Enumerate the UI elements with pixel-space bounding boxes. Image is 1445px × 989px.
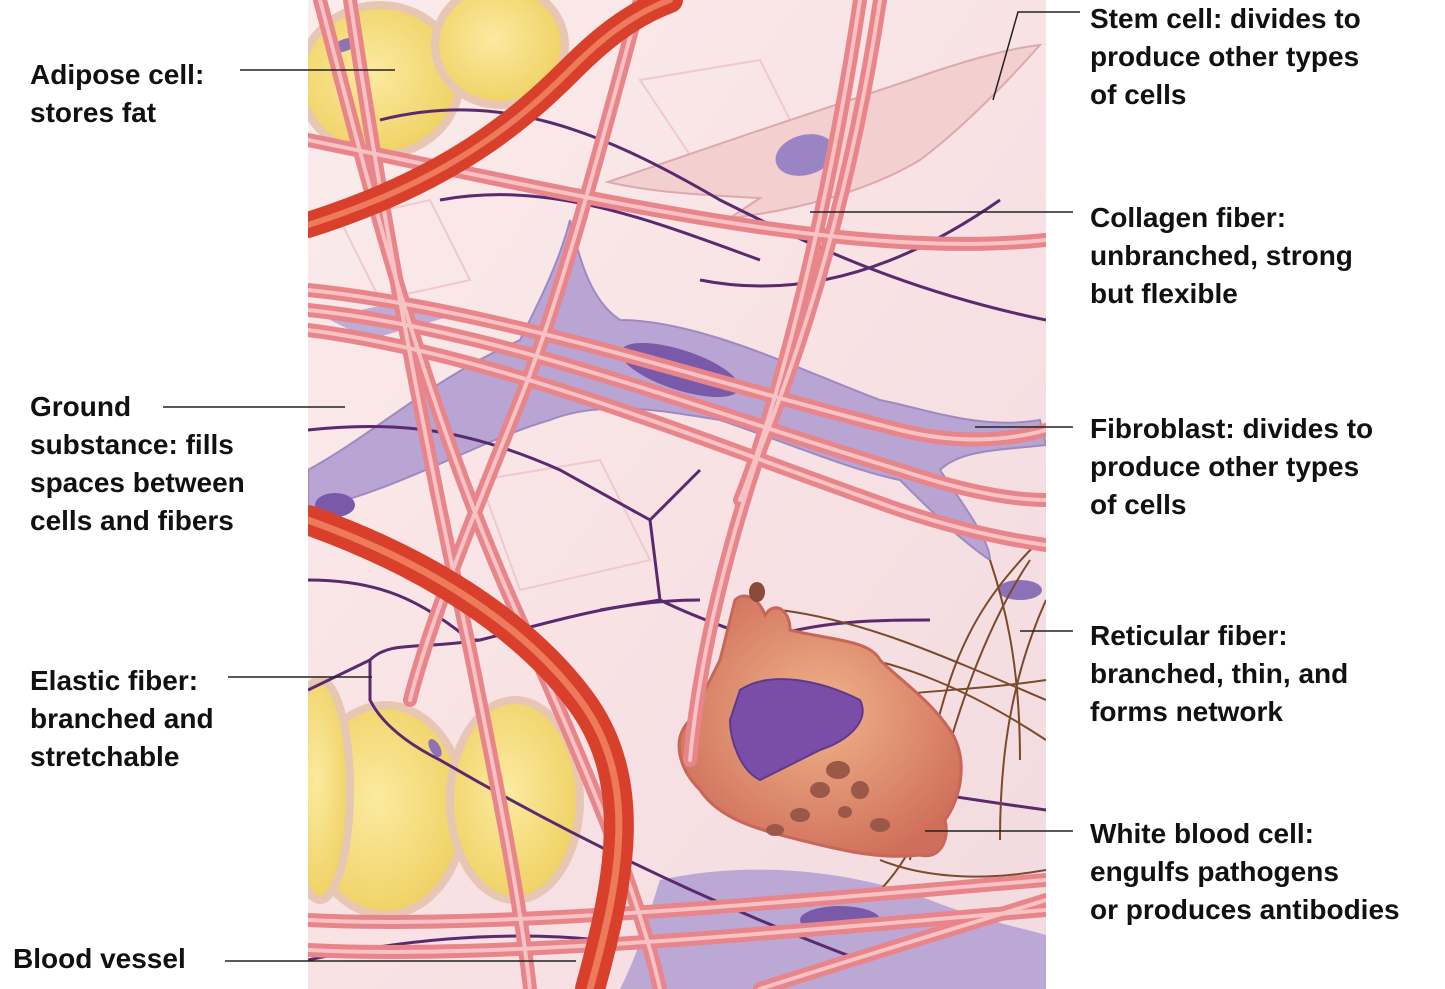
blood-vessel-label-line-1: Blood vessel xyxy=(13,940,186,978)
elastic-fiber-label: Elastic fiber: branched and stretchable xyxy=(30,662,214,776)
ground-label-line-4: cells and fibers xyxy=(30,502,245,540)
collagen-fiber-label: Collagen fiber: unbranched, strong but f… xyxy=(1090,199,1353,313)
elastic-label-line-2: branched and xyxy=(30,700,214,738)
fibroblast-label-line-3: of cells xyxy=(1090,486,1373,524)
blood-vessel-label: Blood vessel xyxy=(13,940,186,978)
ground-label-line-2: substance: fills xyxy=(30,426,245,464)
collagen-label-line-3: but flexible xyxy=(1090,275,1353,313)
collagen-label-line-1: Collagen fiber: xyxy=(1090,199,1353,237)
ground-label-line-1: Ground xyxy=(30,388,245,426)
reticular-label-line-1: Reticular fiber: xyxy=(1090,617,1348,655)
stem-label-line-1: Stem cell: divides to xyxy=(1090,0,1361,38)
reticular-label-line-3: forms network xyxy=(1090,693,1348,731)
wbc-label-line-2: engulfs pathogens xyxy=(1090,853,1400,891)
adipose-cell-label: Adipose cell: stores fat xyxy=(30,56,204,132)
fibroblast-label: Fibroblast: divides to produce other typ… xyxy=(1090,410,1373,524)
ground-substance-label: Ground substance: fills spaces between c… xyxy=(30,388,245,540)
reticular-fiber-label: Reticular fiber: branched, thin, and for… xyxy=(1090,617,1348,731)
fibroblast-label-line-1: Fibroblast: divides to xyxy=(1090,410,1373,448)
stem-label-line-2: produce other types xyxy=(1090,38,1361,76)
elastic-label-line-3: stretchable xyxy=(30,738,214,776)
wbc-label-line-3: or produces antibodies xyxy=(1090,891,1400,929)
tissue-panel xyxy=(290,0,1046,989)
reticular-label-line-2: branched, thin, and xyxy=(1090,655,1348,693)
adipose-label-line-1: Adipose cell: xyxy=(30,56,204,94)
wbc-label-line-1: White blood cell: xyxy=(1090,815,1400,853)
white-blood-cell-label: White blood cell: engulfs pathogens or p… xyxy=(1090,815,1400,929)
adipose-label-line-2: stores fat xyxy=(30,94,204,132)
elastic-label-line-1: Elastic fiber: xyxy=(30,662,214,700)
stem-cell-label: Stem cell: divides to produce other type… xyxy=(1090,0,1361,114)
collagen-label-line-2: unbranched, strong xyxy=(1090,237,1353,275)
ground-label-line-3: spaces between xyxy=(30,464,245,502)
stem-label-line-3: of cells xyxy=(1090,76,1361,114)
fibroblast-label-line-2: produce other types xyxy=(1090,448,1373,486)
